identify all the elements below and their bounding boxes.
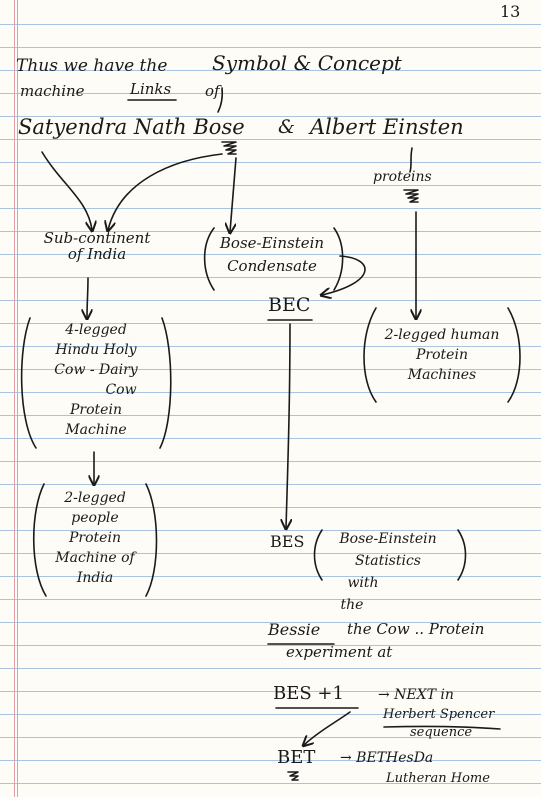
subcontinent-text: Sub-continent of India [22, 229, 172, 263]
text-line: Cow [105, 382, 137, 398]
header-of-word: of [205, 82, 220, 100]
text-line: of India [67, 244, 127, 263]
bessie-word: Bessie [268, 620, 321, 639]
pen-stroke [409, 147, 413, 173]
proteins-squiggle [403, 189, 419, 203]
text-line: Cow - Dairy [54, 362, 138, 378]
arrow-bose-to-subcontinent [41, 151, 92, 230]
bracket-right [145, 483, 158, 597]
proteins-label: proteins [373, 169, 432, 185]
bracket-left [20, 317, 37, 449]
text-line: Bose-Einstein [339, 531, 437, 547]
bracket-right [457, 529, 467, 581]
lutheran-home: Lutheran Home [386, 771, 490, 786]
text-line: the [340, 597, 364, 613]
einstein-name: Albert Einsten [310, 115, 464, 139]
margin-line [17, 0, 18, 797]
bes-description: Bose-Einstein Statistics with the [318, 528, 458, 616]
experiment-line: experiment at [286, 643, 393, 661]
bracket-left [203, 227, 215, 291]
pen-stroke [383, 725, 501, 730]
text-line: 2-legged human [384, 327, 500, 343]
arrow-bes1-to-bet [304, 711, 351, 745]
text-line: Hindu Holy [55, 342, 137, 358]
arrow-subcontinent-to-cow [87, 277, 88, 318]
herbert-spencer: Herbert Spencer [383, 707, 495, 722]
text-line: people [71, 510, 119, 526]
text-line: Protein [416, 347, 468, 363]
text-line: with [347, 575, 379, 591]
text-line: Machines [407, 367, 477, 383]
ampersand: & [278, 116, 295, 138]
arrow-condensate-to-bec [322, 255, 366, 295]
margin-line [14, 0, 15, 797]
bes-label: BES [270, 532, 305, 551]
text-line: Sub-continent [43, 229, 151, 247]
text-line: India [76, 570, 114, 586]
arrow-bose-to-subcontinent [108, 153, 223, 230]
bracket-right [507, 307, 521, 403]
bracket-left [32, 483, 47, 597]
bet-squiggle [287, 771, 299, 781]
arrow-bose-to-condensate [230, 157, 237, 232]
text-line: Protein [70, 402, 122, 418]
text-line: Protein [69, 530, 121, 546]
arrow-bec-to-bes [286, 323, 290, 528]
people-machine-text: 2-legged people Protein Machine of India [40, 488, 150, 588]
text-line: Machine of [55, 550, 135, 566]
bethesda-line: → BETHesDa [340, 750, 434, 766]
header-line2-left: machine [20, 82, 85, 100]
bracket-left [363, 307, 377, 403]
condensate-text: Bose-Einstein Condensate [208, 232, 336, 278]
header-links-word: Links [130, 80, 172, 98]
text-line: Statistics [355, 553, 421, 569]
cow-machine-text: 4-legged Hindu Holy Cow - Dairy Cow Prot… [30, 320, 162, 440]
text-line: 2-legged [64, 490, 126, 506]
header-line1-right: Symbol & Concept [212, 51, 402, 75]
next-in-line: → NEXT in [378, 687, 454, 703]
bes-plus-one: BES +1 [273, 683, 344, 704]
bose-name: Satyendra Nath Bose [18, 115, 245, 139]
human-machine-text: 2-legged human Protein Machines [368, 325, 516, 385]
text-line: Condensate [227, 257, 317, 275]
pen-stroke [217, 87, 224, 113]
text-line: 4-legged [65, 322, 127, 338]
bracket-right [159, 317, 172, 449]
text-line: Bose-Einstein [219, 234, 325, 252]
text-line: Machine [65, 422, 127, 438]
bec-label: BEC [268, 294, 311, 316]
bracket-left [313, 529, 323, 581]
header-line1-left: Thus we have the [16, 56, 168, 76]
bet-label: BET [277, 747, 316, 768]
bessie-rest: the Cow .. Protein [347, 620, 485, 638]
page-number: 13 [500, 2, 521, 21]
bracket-right [333, 227, 344, 291]
bose-squiggle [221, 141, 237, 155]
sequence-word: sequence [410, 725, 473, 740]
